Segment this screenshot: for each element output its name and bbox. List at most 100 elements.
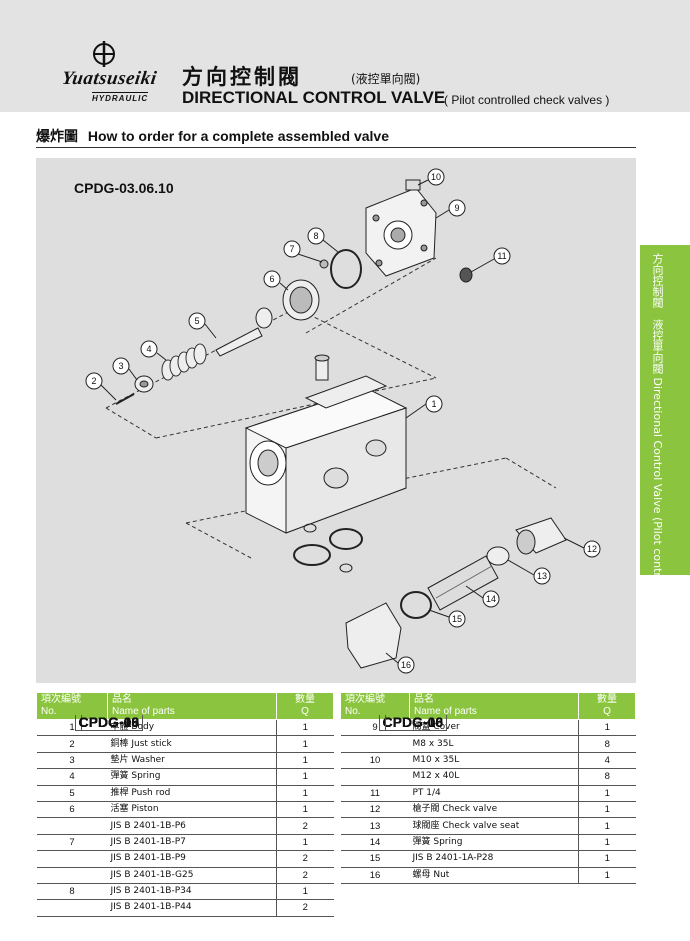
- page-title-cn: 方向控制閥: [182, 65, 302, 89]
- cell-no: 14: [340, 834, 410, 852]
- cell-qty: 1: [276, 801, 334, 819]
- cell-model: CPDG-06: [378, 714, 448, 731]
- header-band: [0, 0, 690, 112]
- cell-name: 本體 Body: [107, 719, 277, 737]
- cell-model: CPDG-10: [74, 714, 144, 731]
- cell-model: [378, 714, 386, 731]
- cell-qty: 1: [276, 735, 334, 753]
- cell-no: [340, 735, 410, 753]
- cell-name: 銅棒 Just stick: [107, 735, 277, 753]
- cell-name: JIS B 2401-1B-P6: [107, 817, 277, 835]
- cell-qty: 2: [276, 817, 334, 835]
- logo-symbol-icon: [93, 41, 115, 67]
- cell-name: JIS B 2401-1B-P44: [107, 899, 277, 917]
- cell-qty: 1: [578, 850, 636, 868]
- cell-qty: 2: [276, 850, 334, 868]
- cell-qty: 2: [276, 867, 334, 884]
- callout-9: 9: [454, 203, 459, 213]
- cell-no: [36, 817, 108, 835]
- page-subtitle-en: ( Pilot controlled check valves ): [444, 93, 610, 107]
- cell-qty: 8: [578, 768, 636, 786]
- cell-no: [36, 867, 108, 884]
- cell-no: 10: [340, 752, 410, 770]
- callout-14: 14: [486, 594, 496, 604]
- cell-name: M12 x 40L: [409, 768, 579, 786]
- cell-qty: 1: [276, 834, 334, 852]
- cell-qty: 1: [578, 719, 636, 737]
- cell-qty: 1: [276, 752, 334, 770]
- section-heading-cn: 爆炸圖: [36, 129, 78, 145]
- cell-name: 彈簧 Spring: [409, 834, 579, 852]
- cell-qty: 1: [276, 768, 334, 786]
- diagram-model-label: CPDG-03.06.10: [74, 180, 174, 196]
- cell-qty: 8: [578, 735, 636, 753]
- cell-name: 閥蓋 Cover: [409, 719, 579, 737]
- cell-no: 7: [36, 834, 108, 852]
- cell-name: JIS B 2401-1B-P34: [107, 883, 277, 901]
- callout-6: 6: [269, 274, 274, 284]
- brand-subtitle: HYDRAULIC: [92, 92, 149, 103]
- cell-name: JIS B 2401-1B-P9: [107, 850, 277, 868]
- cell-no: 2: [36, 735, 108, 753]
- cell-no: 11: [340, 785, 410, 802]
- callout-10: 10: [431, 172, 441, 182]
- cell-no: 12: [340, 801, 410, 819]
- callout-7: 7: [289, 244, 294, 254]
- cell-name: 推桿 Push rod: [107, 785, 277, 802]
- cell-no: 5: [36, 785, 108, 802]
- cell-qty: 1: [276, 719, 334, 737]
- cell-no: [36, 850, 108, 868]
- callout-1: 1: [431, 399, 436, 409]
- cell-no: 13: [340, 817, 410, 835]
- cell-name: 活塞 Piston: [107, 801, 277, 819]
- cell-no: 4: [36, 768, 108, 786]
- cell-name: 球閥座 Check valve seat: [409, 817, 579, 835]
- cell-qty: 1: [578, 867, 636, 884]
- cell-qty: 1: [578, 817, 636, 835]
- cell-no: [36, 899, 108, 917]
- cell-name: 螺母 Nut: [409, 867, 579, 884]
- callout-8: 8: [313, 231, 318, 241]
- callout-11: 11: [497, 251, 506, 261]
- brand-name: Yuatsuseiki: [60, 68, 159, 89]
- cell-qty: 2: [276, 899, 334, 917]
- brand-logo: Yuatsuseiki HYDRAULIC: [60, 40, 172, 110]
- cell-no: 16: [340, 867, 410, 884]
- cell-name: JIS B 2401-1B-P7: [107, 834, 277, 852]
- cell-qty: 1: [276, 883, 334, 901]
- cell-no: [340, 768, 410, 786]
- section-heading-en: How to order for a complete assembled va…: [87, 128, 389, 144]
- cell-name: M8 x 35L: [409, 735, 579, 753]
- callout-12: 12: [587, 544, 597, 554]
- cell-no: 1: [36, 719, 108, 737]
- callout-13: 13: [537, 571, 547, 581]
- page-title-en: DIRECTIONAL CONTROL VALVE: [182, 88, 446, 107]
- side-tab: 方向控制閥 液控單向閥 Directional Control Valve (P…: [640, 245, 690, 682]
- side-tab-text: 方向控制閥 液控單向閥 Directional Control Valve (P…: [651, 253, 664, 683]
- section-divider: [36, 147, 636, 148]
- cell-qty: 1: [578, 785, 636, 802]
